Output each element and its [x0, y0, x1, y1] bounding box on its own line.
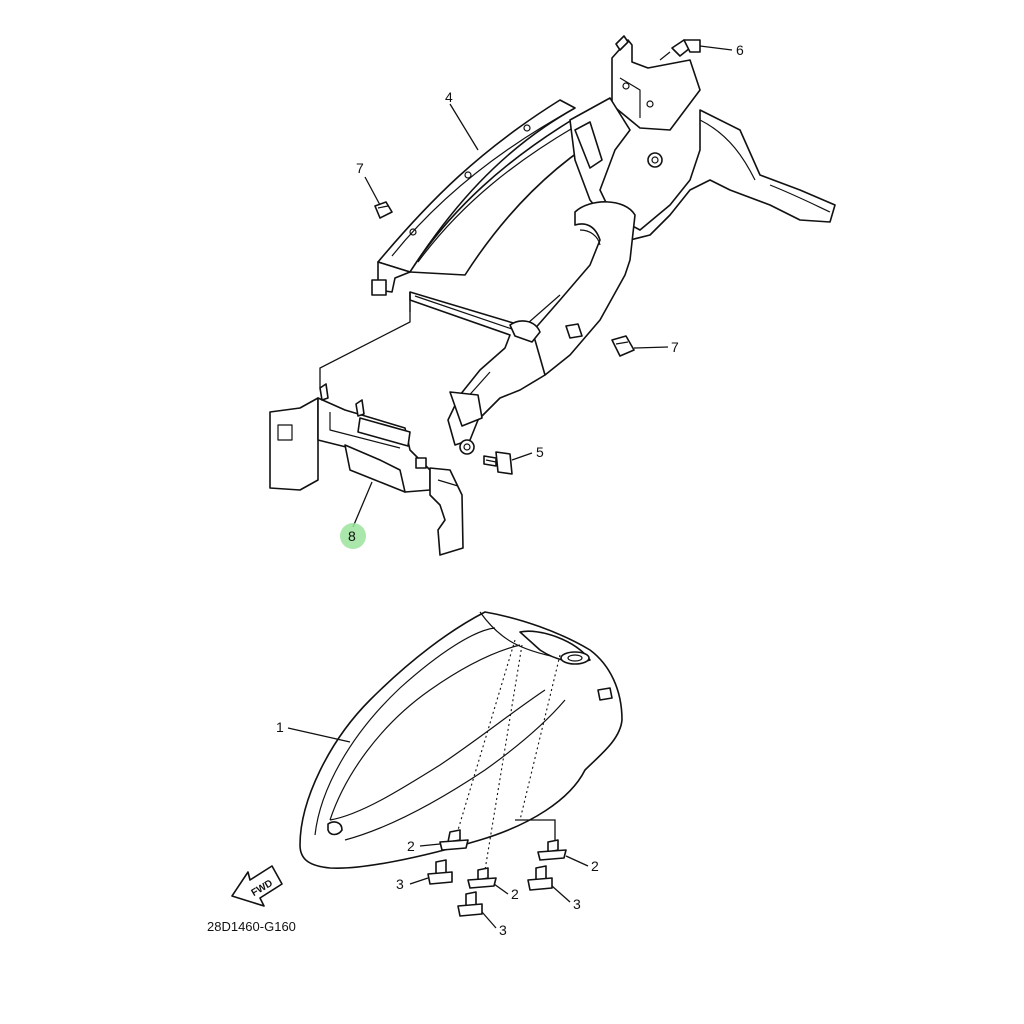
bolt-part-5[interactable] [483, 451, 513, 475]
front-fender-part-1[interactable] [299, 611, 623, 870]
callout-6[interactable]: 6 [736, 42, 744, 58]
callout-5[interactable]: 5 [536, 444, 544, 460]
callout-7-lower[interactable]: 7 [671, 339, 679, 355]
diagram-code: 28D1460-G160 [207, 919, 296, 934]
highlight-marker [340, 523, 366, 549]
bolt-part-3-bottom[interactable] [457, 891, 483, 917]
bolt-part-3-left[interactable] [427, 859, 453, 885]
callout-2-left[interactable]: 2 [407, 838, 415, 854]
clip-nut-part-7-upper[interactable] [374, 201, 393, 219]
callout-7-upper[interactable]: 7 [356, 160, 364, 176]
callout-2-right[interactable]: 2 [591, 858, 599, 874]
inner-mud-guard-part-8[interactable] [269, 383, 464, 556]
bolt-part-6[interactable] [659, 39, 701, 61]
rear-fender-frame-part-4[interactable] [371, 35, 836, 455]
forward-direction-arrow: FWD [231, 865, 283, 907]
callout-3-bottom[interactable]: 3 [499, 922, 507, 938]
clip-nut-part-7-lower[interactable] [611, 335, 635, 357]
callout-3-left[interactable]: 3 [396, 876, 404, 892]
collar-part-2-right[interactable] [537, 839, 567, 861]
callout-2-center[interactable]: 2 [511, 886, 519, 902]
collar-part-2-left[interactable] [439, 829, 469, 851]
callout-3-right[interactable]: 3 [573, 896, 581, 912]
callout-4[interactable]: 4 [445, 89, 453, 105]
callout-1[interactable]: 1 [276, 719, 284, 735]
collar-part-2-center[interactable] [467, 867, 497, 889]
callout-8[interactable]: 8 [348, 528, 356, 544]
bolt-part-3-right[interactable] [527, 865, 553, 891]
